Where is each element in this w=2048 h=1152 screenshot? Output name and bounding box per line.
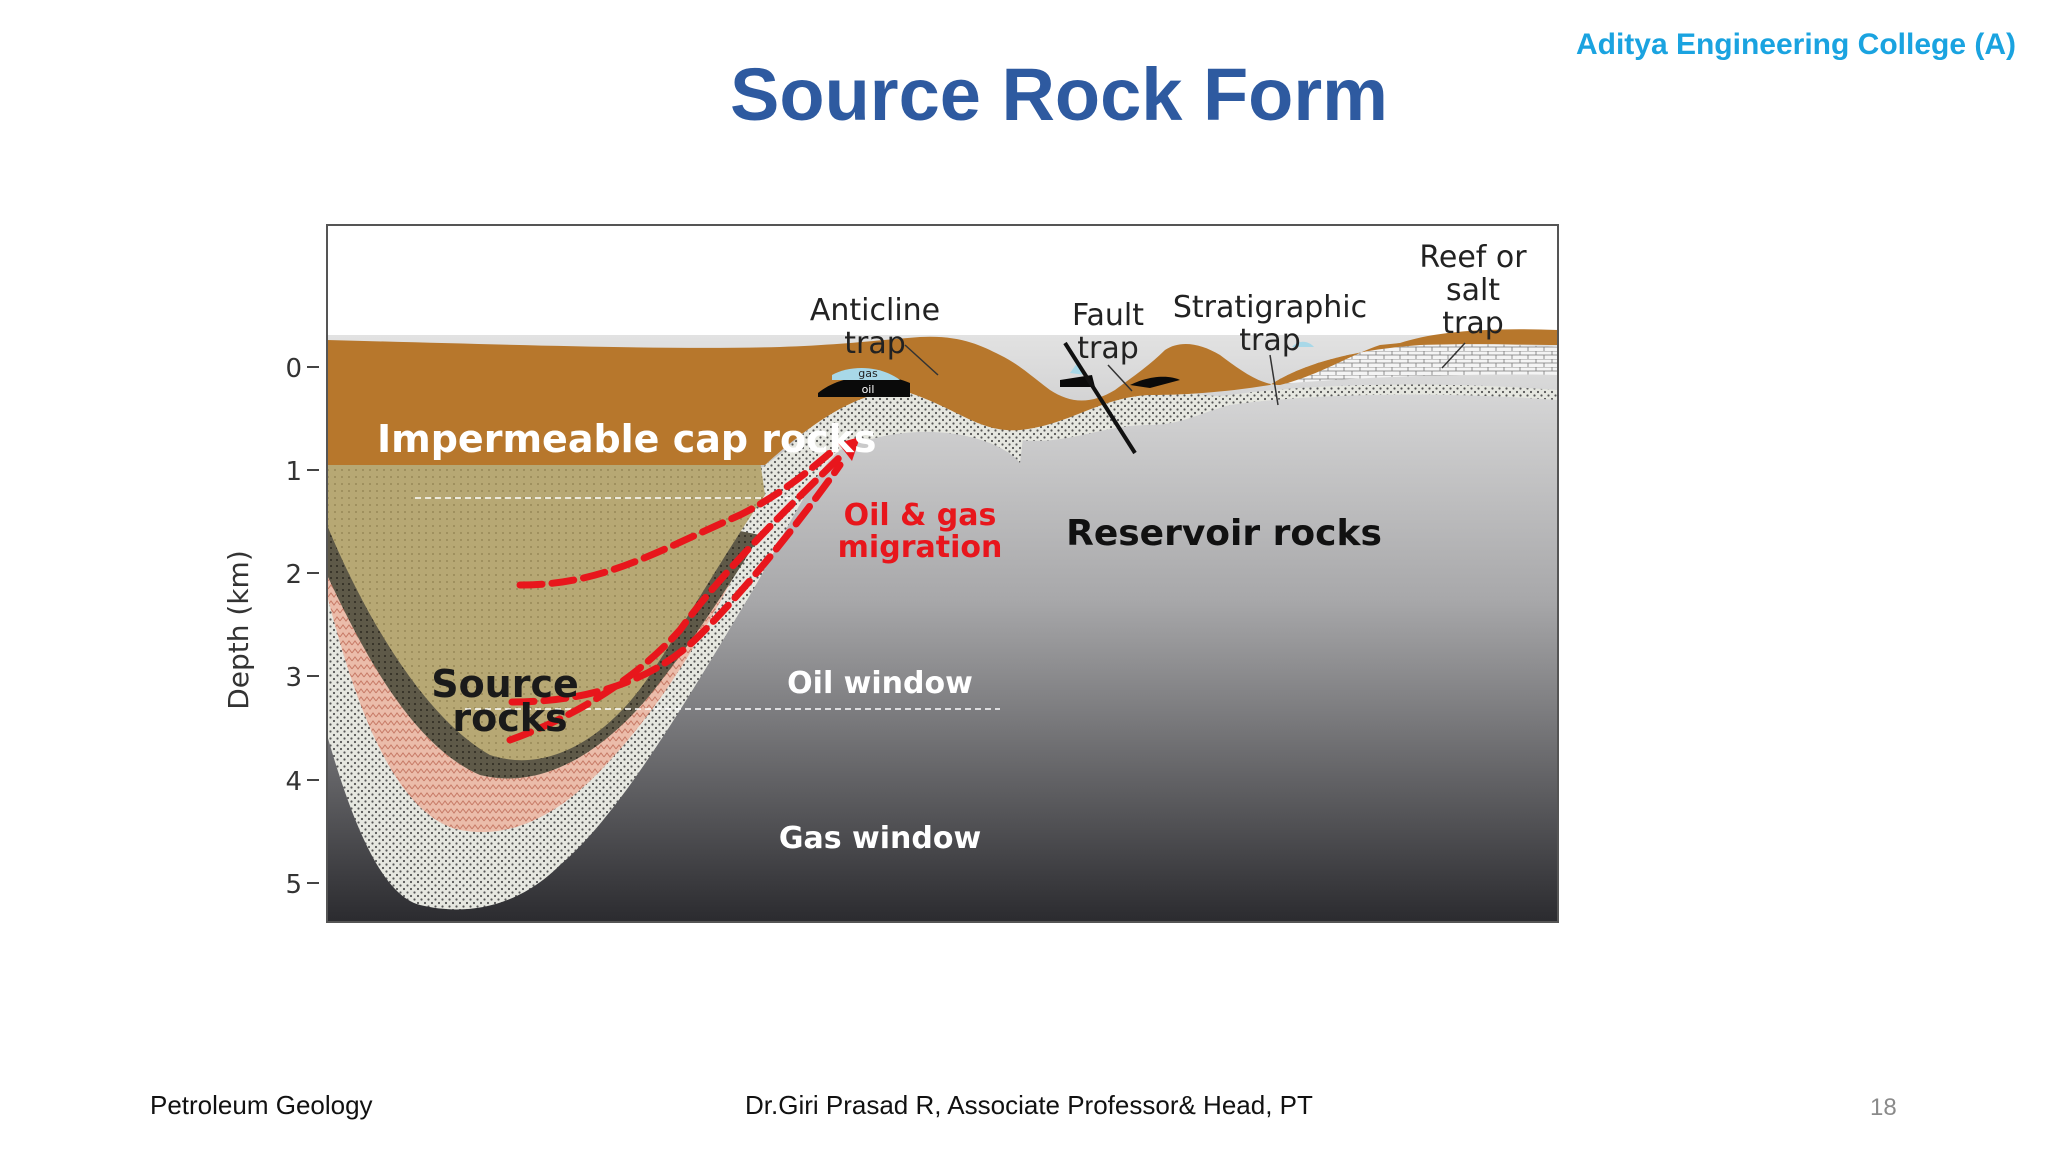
diagram-frame [326,224,1559,923]
footer-course: Petroleum Geology [150,1090,373,1120]
migration-label-2: migration [838,530,1003,565]
anticline-gas-label: gas [858,367,878,380]
cap-rocks-label: Impermeable cap rocks [377,417,877,461]
slide-title: Source Rock Form [730,53,1388,136]
anticline-oil-label: oil [862,383,875,396]
depth-tick-2: 2 [285,560,302,590]
cap-rocks-layer [327,329,1558,465]
salt-dome [1270,344,1558,385]
depth-axis-label: Depth (km) [222,550,255,710]
page-number: 18 [1870,1094,1897,1121]
depth-axis: 0 1 2 3 4 5 [285,354,302,900]
anticline-oil [818,375,910,397]
depth-tick-1: 1 [285,457,302,487]
gas-window-label: Gas window [779,821,981,856]
depth-tick-0: 0 [285,354,302,384]
reef-label-3: trap [1442,306,1504,341]
strat-label-2: trap [1239,323,1301,358]
reef-label-2: salt [1446,273,1500,308]
depth-tick-5: 5 [285,870,302,900]
anticline-label-2: trap [844,326,906,361]
source-rock-diagram: gas oil 0 1 2 3 4 5 Depth (km) Impermeab… [222,224,1559,923]
college-name: Aditya Engineering College (A) [1575,28,2016,61]
source-rock-body [327,460,765,761]
source-rocks-label-1: Source [431,662,579,706]
reef-trap-gas [1292,341,1314,347]
reservoir-rocks-label: Reservoir rocks [1066,513,1382,554]
source-rocks-label-2: rocks [452,696,567,740]
footer-author: Dr.Giri Prasad R, Associate Professor& H… [745,1090,1313,1120]
anticline-gas [832,368,900,380]
oil-window-label: Oil window [787,666,973,701]
strat-trap-oil [1130,376,1180,388]
migration-label-1: Oil & gas [844,498,997,533]
anticline-label-1: Anticline [810,293,940,328]
fault-line [1063,341,1137,455]
migration-arrows [506,449,846,744]
fault-label-1: Fault [1072,298,1144,333]
reef-label-1: Reef or [1419,240,1527,275]
strat-label-1: Stratigraphic [1173,290,1367,325]
migration-arrowhead [838,437,860,461]
fault-label-2: trap [1077,331,1139,366]
depth-tick-4: 4 [285,767,302,797]
depth-tick-3: 3 [285,663,302,693]
